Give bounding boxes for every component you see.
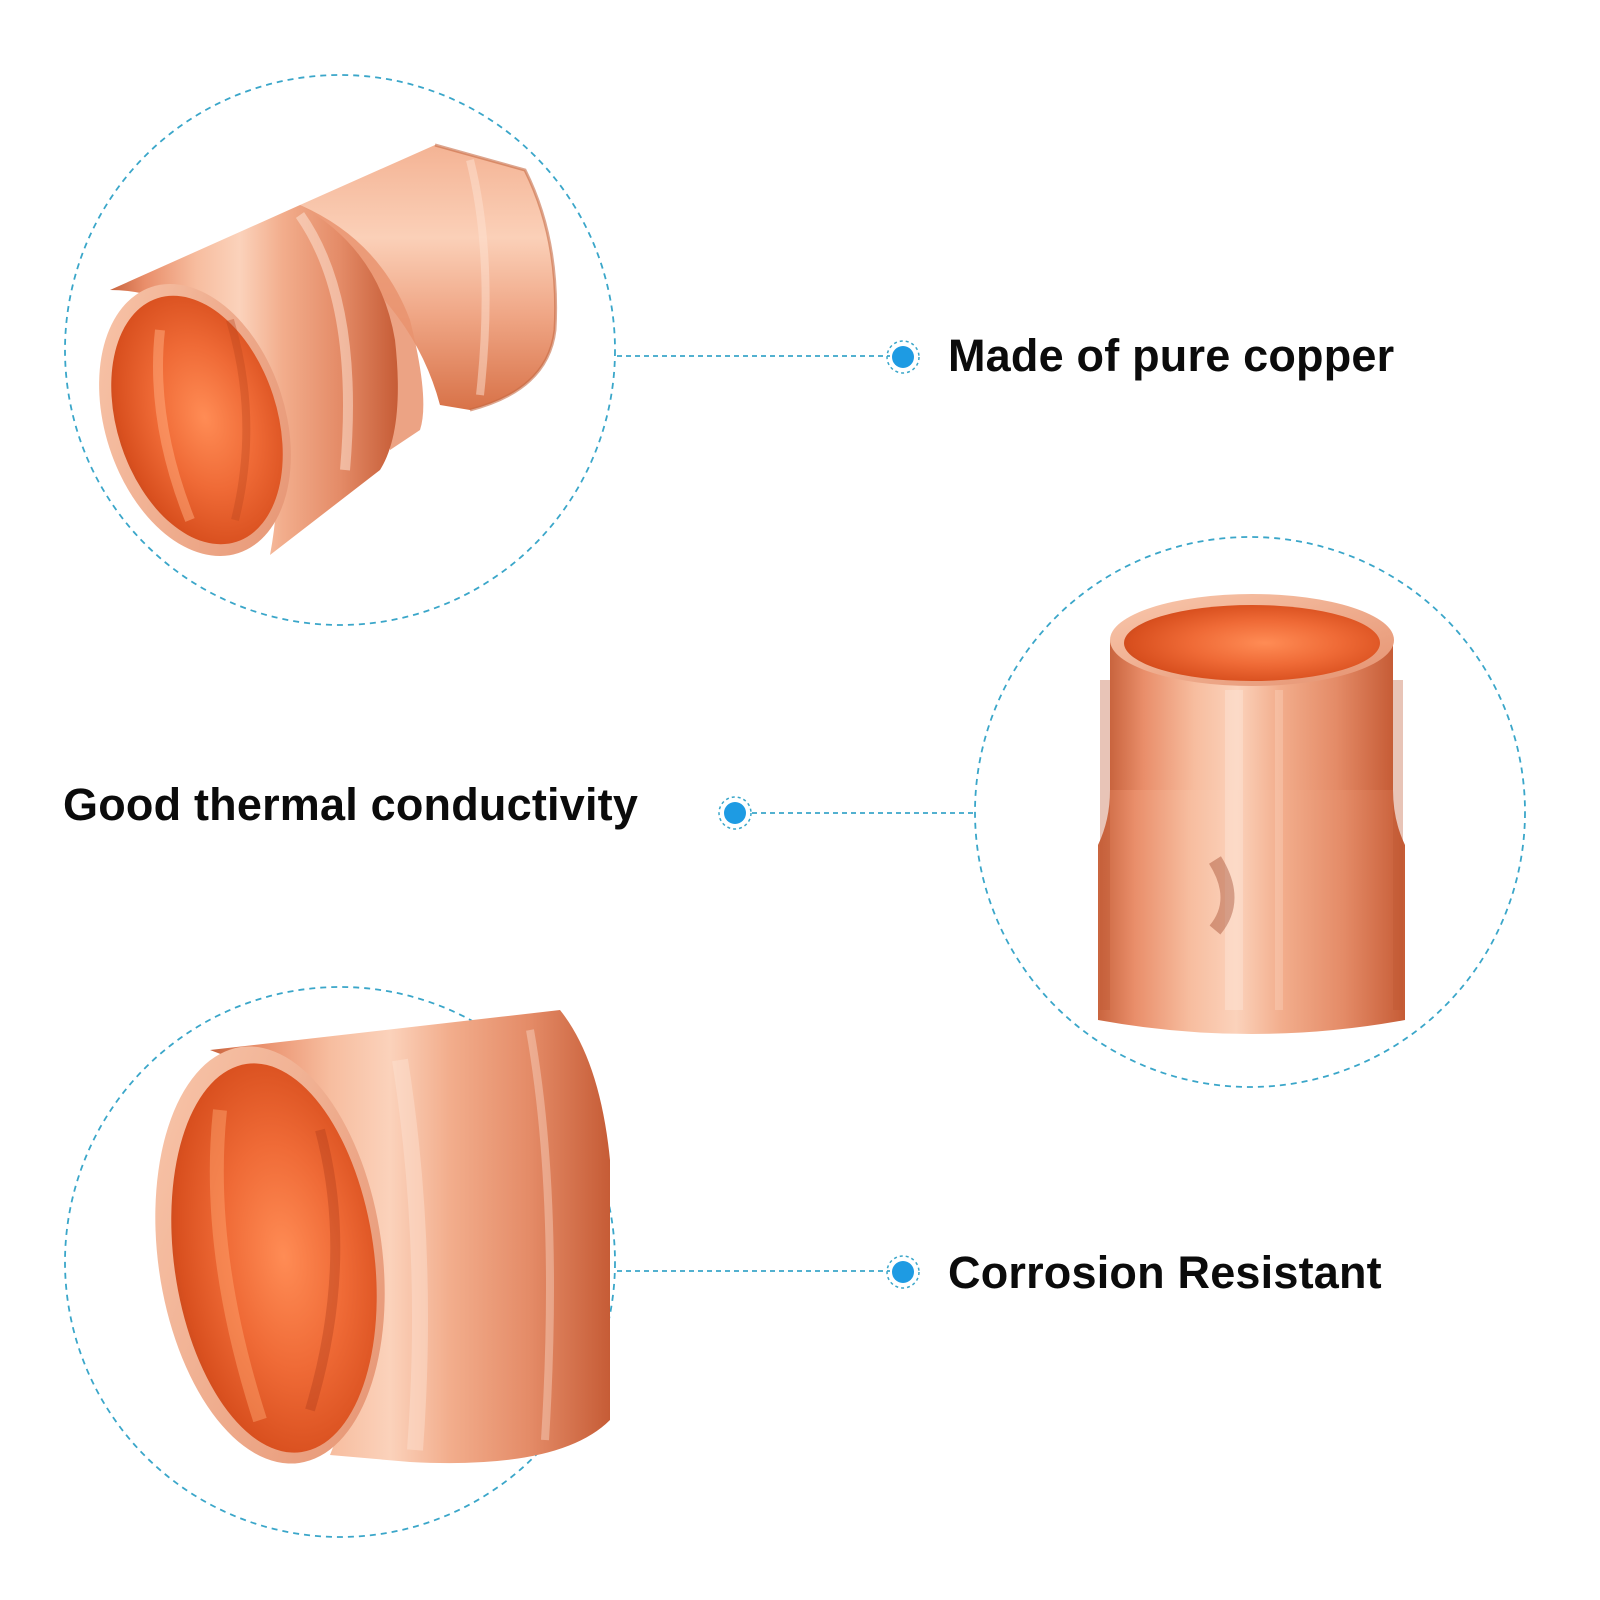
callout-dot-2 bbox=[718, 796, 752, 830]
product-circle-1 bbox=[64, 74, 616, 626]
feature-label-pure-copper: Made of pure copper bbox=[948, 330, 1395, 381]
copper-fitting-upright-view bbox=[1098, 594, 1405, 1034]
connector-1 bbox=[617, 340, 920, 374]
connector-2 bbox=[718, 796, 975, 830]
connector-3 bbox=[617, 1255, 920, 1289]
feature-label-corrosion-resistant: Corrosion Resistant bbox=[948, 1247, 1382, 1298]
copper-fitting-angled-view bbox=[99, 143, 558, 557]
product-circle-3 bbox=[64, 986, 616, 1538]
callout-dot-1 bbox=[886, 340, 920, 374]
copper-fitting-close-view bbox=[155, 1010, 610, 1464]
product-circle-2 bbox=[974, 536, 1526, 1088]
callout-dot-3 bbox=[886, 1255, 920, 1289]
feature-label-thermal-conductivity: Good thermal conductivity bbox=[63, 779, 639, 830]
